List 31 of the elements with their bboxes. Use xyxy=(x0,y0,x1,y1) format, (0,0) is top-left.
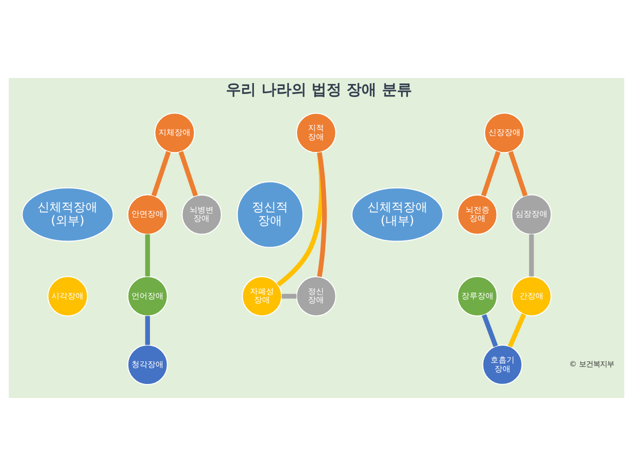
node-circle: 지적 장애 xyxy=(296,112,336,154)
node-circle: 정신적 장애 xyxy=(236,181,304,248)
node-circle: 안면장애 xyxy=(127,194,168,235)
node-circle: 언어장애 xyxy=(127,276,168,317)
node-circle: 자폐성 장애 xyxy=(242,276,282,316)
connector xyxy=(508,151,528,196)
node-ellipse: 신체적장애 (내부) xyxy=(351,187,444,242)
connector xyxy=(482,314,498,348)
connector xyxy=(481,151,500,196)
node-circle: 호흡기 장애 xyxy=(482,344,522,385)
connector xyxy=(145,316,150,345)
node-circle: 청각장애 xyxy=(127,344,168,386)
diagram-title: 우리 나라의 법정 장애 분류 xyxy=(226,80,412,99)
connector xyxy=(178,151,198,196)
connector xyxy=(151,151,171,196)
node-circle: 뇌병변 장애 xyxy=(182,194,222,235)
node-circle: 뇌전증 장애 xyxy=(457,194,498,235)
node-circle: 신장장애 xyxy=(484,112,525,154)
node-circle: 시각장애 xyxy=(47,276,88,317)
connector xyxy=(508,313,526,348)
connector xyxy=(529,234,534,276)
connector xyxy=(282,294,296,299)
connector xyxy=(317,152,327,277)
node-circle: 장루장애 xyxy=(457,276,498,317)
connector xyxy=(276,152,324,287)
node-circle: 지체장애 xyxy=(154,112,195,154)
node-circle: 간장애 xyxy=(511,276,552,316)
connector xyxy=(145,234,150,276)
node-circle: 심장장애 xyxy=(511,194,552,235)
node-circle: 정신 장애 xyxy=(296,276,336,316)
node-ellipse: 신체적장애 (외부) xyxy=(22,187,114,242)
